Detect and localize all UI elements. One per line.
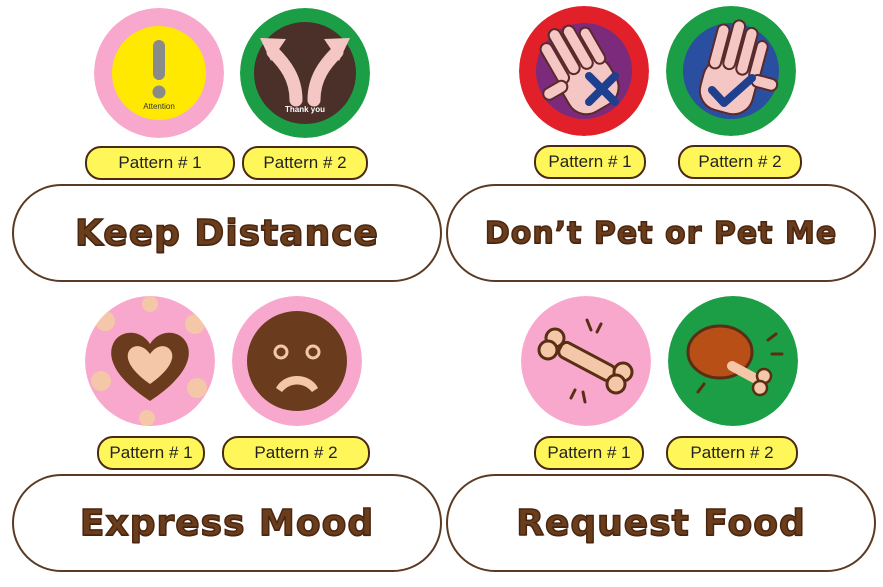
sad-face-icon <box>232 296 362 426</box>
express-mood-title: Express Mood <box>12 474 442 572</box>
attention-text: Attention <box>143 102 175 111</box>
sad-badge <box>232 296 362 426</box>
pattern-1-label: Pattern # 1 <box>534 145 646 179</box>
pattern-1-label: Pattern # 1 <box>534 436 644 470</box>
pet-me-badge <box>666 6 796 136</box>
thank-you-text: Thank you <box>285 105 325 114</box>
pattern-2-label: Pattern # 2 <box>242 146 368 180</box>
bone-badge <box>521 296 651 426</box>
pattern-2-label: Pattern # 2 <box>222 436 370 470</box>
bone-icon <box>521 296 651 426</box>
heart-icon <box>85 296 215 426</box>
pattern-1-label: Pattern # 1 <box>97 436 205 470</box>
split-arrows-icon: Thank you <box>240 8 370 138</box>
attention-badge: Attention <box>94 8 224 138</box>
keep-distance-title: Keep Distance <box>12 184 442 282</box>
drumstick-icon <box>668 296 798 426</box>
pattern-2-label: Pattern # 2 <box>666 436 798 470</box>
pattern-2-label: Pattern # 2 <box>678 145 802 179</box>
hand-cross-icon <box>519 6 649 136</box>
dont-pet-title: Don’t Pet or Pet Me <box>446 184 876 282</box>
heart-badge <box>85 296 215 426</box>
thank-you-badge: Thank you <box>240 8 370 138</box>
exclamation-icon: Attention <box>94 8 224 138</box>
pattern-1-label: Pattern # 1 <box>85 146 235 180</box>
request-food-title: Request Food <box>446 474 876 572</box>
dont-pet-badge <box>519 6 649 136</box>
drumstick-badge <box>668 296 798 426</box>
hand-check-icon <box>666 6 796 136</box>
